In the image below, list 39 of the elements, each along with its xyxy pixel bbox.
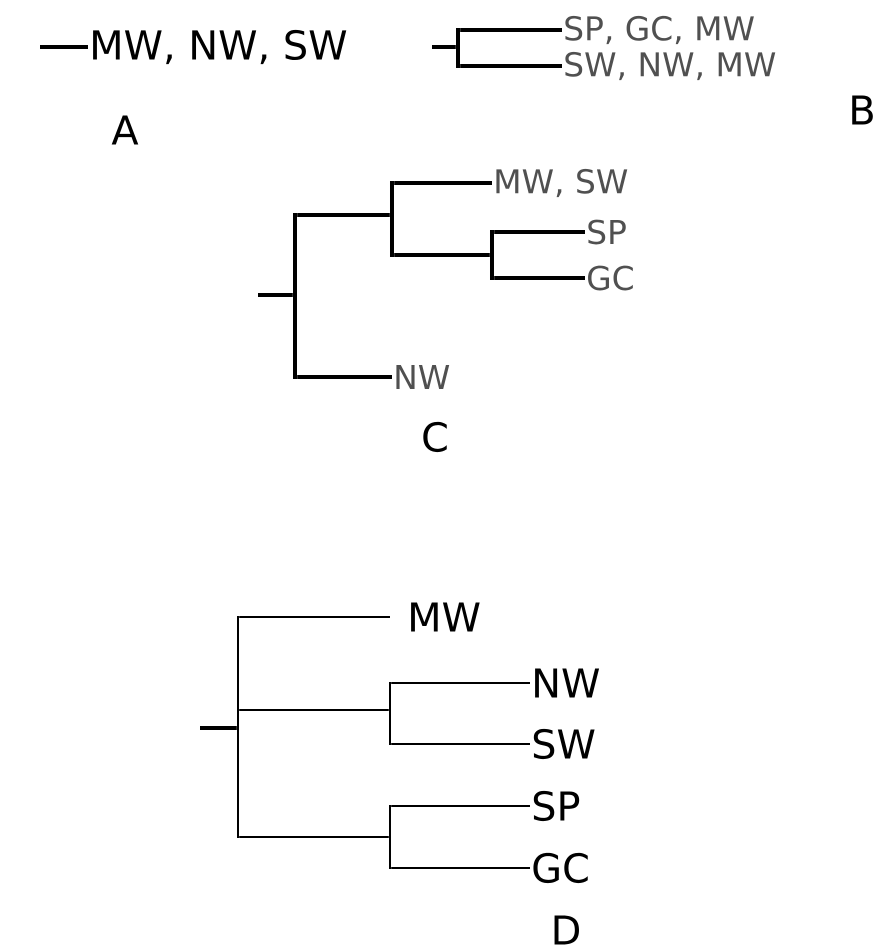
branch-line bbox=[297, 213, 390, 217]
panel-letter: A bbox=[112, 115, 138, 145]
branch-line bbox=[494, 230, 585, 234]
branch-bar bbox=[390, 181, 394, 257]
tip-label: SP, GC, MW bbox=[565, 16, 754, 44]
branch-line bbox=[40, 45, 88, 49]
branch-line bbox=[239, 709, 389, 711]
branch-line bbox=[460, 28, 562, 32]
branch-line bbox=[239, 836, 389, 838]
branch-line bbox=[391, 867, 530, 869]
branch-line bbox=[432, 45, 456, 49]
tip-label: SP bbox=[534, 790, 580, 822]
tip-label: MW, SW bbox=[496, 168, 628, 198]
panel-letter: B bbox=[852, 96, 873, 125]
tip-label: NW bbox=[535, 668, 600, 698]
branch-line bbox=[239, 616, 390, 618]
branch-line bbox=[258, 293, 293, 297]
branch-bar bbox=[293, 213, 297, 379]
branch-line bbox=[391, 743, 530, 745]
branch-bar bbox=[456, 28, 460, 68]
tip-label: GC bbox=[533, 852, 588, 884]
panel-letter: D bbox=[554, 915, 579, 945]
tip-label: MW, NW, SW bbox=[93, 30, 346, 64]
branch-line bbox=[394, 253, 490, 257]
tip-label: NW bbox=[396, 365, 450, 389]
branch-line bbox=[391, 805, 530, 807]
tip-label: SP bbox=[588, 220, 626, 244]
branch-line bbox=[460, 64, 562, 68]
tip-label: SW, NW, MW bbox=[565, 52, 776, 80]
branch-bar bbox=[490, 230, 494, 280]
tip-label: SW bbox=[534, 728, 595, 760]
branch-line bbox=[391, 682, 530, 684]
branch-line bbox=[297, 375, 392, 379]
branch-line bbox=[394, 181, 492, 185]
panel-letter: C bbox=[423, 422, 447, 452]
tip-label: GC bbox=[588, 266, 633, 290]
tip-label: MW bbox=[411, 602, 480, 632]
branch-line bbox=[494, 276, 585, 280]
branch-line bbox=[200, 726, 237, 730]
